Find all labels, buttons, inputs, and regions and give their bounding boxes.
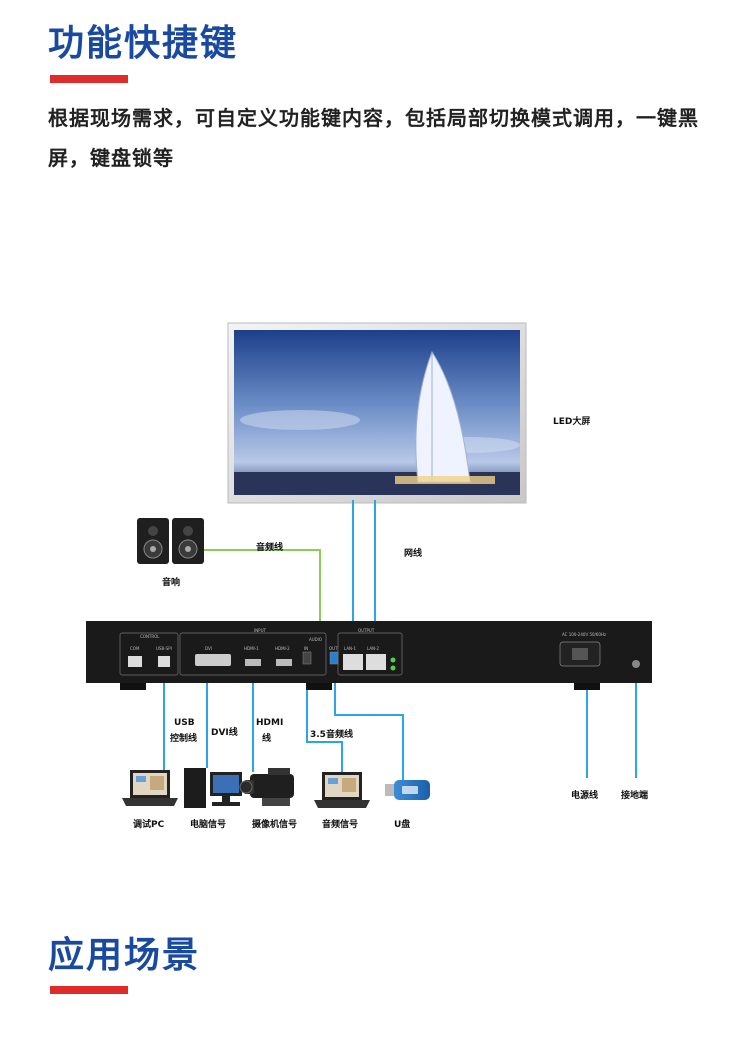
panel-power-spec-label: AC 100-240V 50/60Hz	[562, 632, 607, 637]
section-title-2: 应用场景	[48, 934, 201, 976]
panel-control-label: CONTROL	[140, 634, 160, 639]
section-description: 根据现场需求，可自定义功能键内容，包括局部切换模式调用，一键黑屏，键盘锁等	[48, 106, 699, 170]
led-screen	[227, 322, 527, 504]
usb-cable-label-1: USB	[174, 718, 195, 728]
hdmi-cable-label-1: HDMI	[256, 718, 284, 728]
usb-disk	[385, 780, 430, 800]
section-title: 功能快捷键	[48, 22, 239, 64]
panel-lan1-label: LAN-1	[344, 646, 357, 651]
panel-input-label: INPUT	[254, 628, 266, 633]
title-underline	[50, 75, 128, 83]
audio-signal-label: 音频信号	[322, 820, 359, 830]
speakers	[137, 518, 204, 564]
panel-audio-in-label: IN	[304, 646, 309, 651]
title-underline-2	[50, 986, 128, 994]
hdmi-cable-label-2: 线	[262, 734, 272, 744]
panel-audio-label: AUDIO	[309, 637, 323, 642]
usb-cable-label-2: 控制线	[170, 734, 198, 744]
panel-hdmi2-label: HDMI-2	[275, 646, 290, 651]
camcorder	[239, 768, 294, 806]
audio35-cable-label: 3.5音频线	[310, 730, 353, 740]
audio-cable-label: 音频线	[256, 543, 284, 553]
camera-signal-label: 摄像机信号	[252, 820, 298, 830]
input-cables	[163, 660, 637, 780]
debug-pc-laptop	[122, 770, 178, 806]
video-processor	[86, 621, 652, 690]
usb-disk-label: U盘	[394, 820, 411, 830]
speaker-label: 音响	[162, 578, 181, 588]
led-screen-label: LED大屏	[553, 417, 591, 427]
network-cable-label: 网线	[404, 549, 423, 559]
panel-usb-label: USB-SPI	[156, 646, 172, 651]
ground-label: 接地端	[621, 791, 649, 801]
computer-signal-label: 电脑信号	[190, 820, 227, 830]
panel-output-label: OUTPUT	[358, 628, 375, 633]
audio-signal-laptop	[314, 772, 370, 808]
panel-dvi-label: DVI	[205, 646, 212, 651]
panel-com-label: COM	[130, 646, 140, 651]
panel-lan2-label: LAN-2	[367, 646, 380, 651]
dvi-cable-label: DVI线	[211, 728, 238, 738]
panel-audio-out-label: OUT	[329, 646, 338, 651]
desktop-computer	[184, 768, 242, 808]
power-cable-label: 电源线	[571, 791, 599, 801]
debug-pc-label: 调试PC	[133, 820, 165, 830]
panel-hdmi1-label: HDMI-1	[244, 646, 259, 651]
